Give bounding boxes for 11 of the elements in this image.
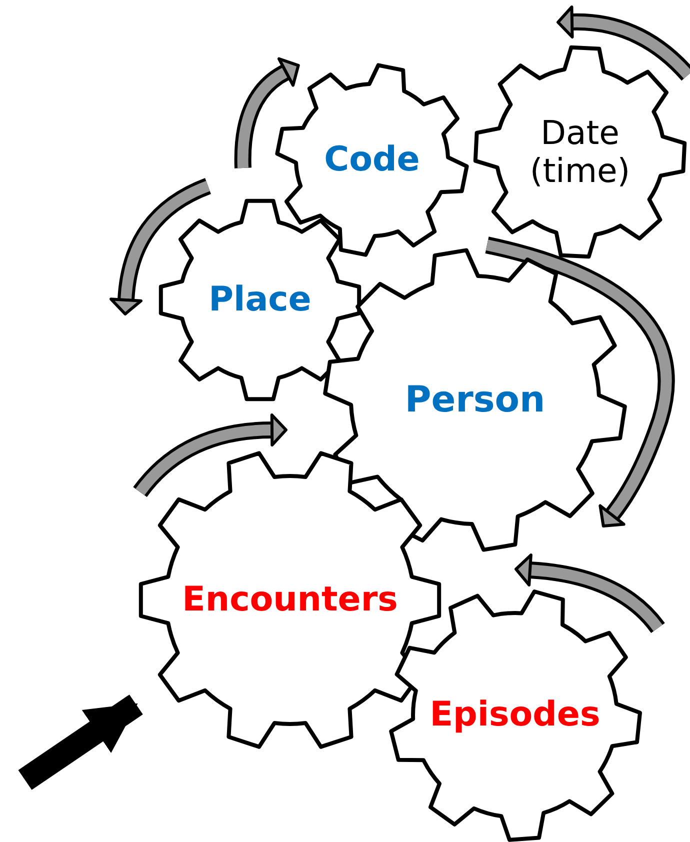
gear-label: Encounters bbox=[181, 580, 399, 620]
gear-label: Code bbox=[323, 140, 421, 180]
gear-label: Episodes bbox=[428, 695, 602, 735]
gear bbox=[274, 62, 470, 258]
gear-label: Place bbox=[208, 280, 312, 320]
gear bbox=[157, 197, 363, 403]
gear-label: Date (time) bbox=[528, 114, 632, 190]
gear bbox=[322, 247, 628, 553]
gear bbox=[472, 44, 688, 260]
gear-label: Person bbox=[404, 379, 546, 421]
arrow bbox=[18, 694, 143, 790]
